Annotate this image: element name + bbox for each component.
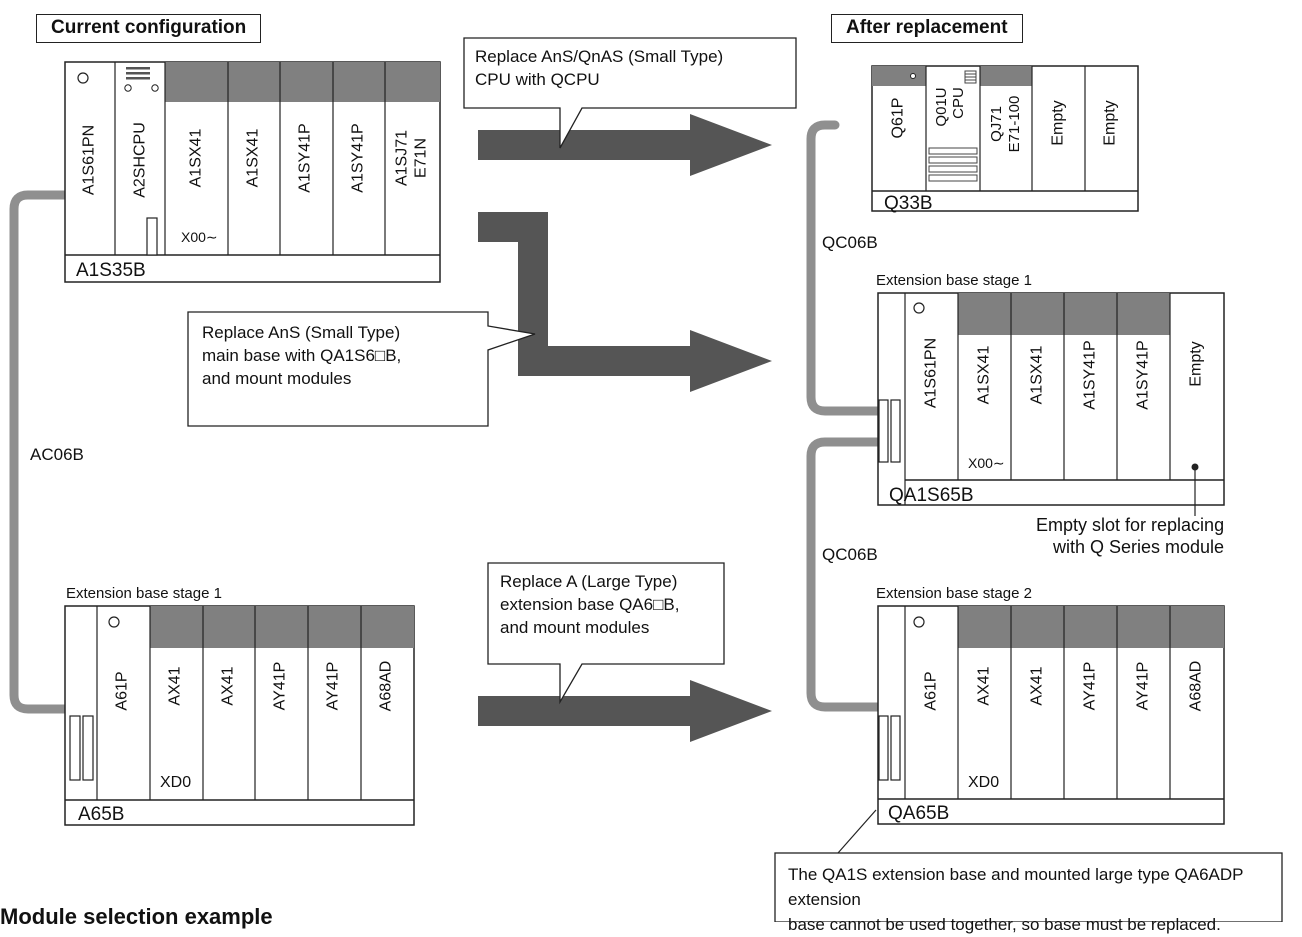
slot-a1s61pn-new: A1S61PN <box>922 337 940 409</box>
callout-empty-line1: Empty slot for replacing <box>1036 515 1225 535</box>
callout-mainbase-text: Replace AnS (Small Type) main base with … <box>202 321 401 390</box>
callout-ext-line2: extension base QA6□B, <box>500 595 680 614</box>
after-main-base <box>871 65 1139 212</box>
callout-note-leader <box>837 809 877 854</box>
slot-a1s61pn: A1S61PN <box>80 124 98 196</box>
slot-a1sj71: A1SJ71 <box>393 129 411 187</box>
stage-label-after-ext1: Extension base stage 1 <box>876 272 1032 289</box>
callout-ext-box <box>487 562 725 705</box>
slot-empty-main-2: Empty <box>1101 100 1119 146</box>
callout-mainbase-line2: main base with QA1S6□B, <box>202 346 402 365</box>
slot-ax41-new-1: AX41 <box>975 666 993 706</box>
base-q33b: Q33B <box>884 193 933 214</box>
cable-label-qc06b-mid: QC06B <box>822 545 878 564</box>
callout-ext-line3: and mount modules <box>500 618 650 637</box>
after-ext1-base <box>877 292 1225 516</box>
cable-qc06b-mid <box>806 437 883 712</box>
callout-mainbase-line1: Replace AnS (Small Type) <box>202 323 401 342</box>
section-title: Module selection example <box>0 904 273 929</box>
slot-a68ad-new: A68AD <box>1187 660 1205 712</box>
base-a1s35b: A1S35B <box>76 260 146 281</box>
callout-cpu-box <box>463 37 797 149</box>
header-current-configuration: Current configuration <box>36 14 262 43</box>
stage-label-current-ext: Extension base stage 1 <box>66 585 222 602</box>
arrow-cpu-replace <box>478 114 772 176</box>
slot-q61p: Q61P <box>889 97 907 139</box>
callout-cpu-text: Replace AnS/QnAS (Small Type) CPU with Q… <box>475 45 723 91</box>
slot-a1sx41-new-1: A1SX41 <box>975 345 993 405</box>
cable-label-ac06b: AC06B <box>30 445 84 464</box>
callout-note-line1: The QA1S extension base and mounted larg… <box>788 865 1244 909</box>
cable-label-qc06b-top: QC06B <box>822 233 878 252</box>
current-main-base <box>64 61 441 283</box>
callout-empty-slot: Empty slot for replacing with Q Series m… <box>1036 514 1224 558</box>
callout-note-text: The QA1S extension base and mounted larg… <box>788 862 1302 937</box>
arrow-ext-replace <box>478 680 772 742</box>
arrow-mainbase-replace <box>478 212 772 392</box>
base-qa1s65b: QA1S65B <box>889 485 974 506</box>
current-ext-base <box>64 605 415 826</box>
cable-ac06b <box>9 190 70 714</box>
slot-a68ad: A68AD <box>377 660 395 712</box>
slot-q01u: Q01U <box>933 87 951 127</box>
after-ext2-base <box>877 605 1225 825</box>
slot-ay41p-1: AY41P <box>271 661 289 711</box>
slot-a1sx41-new-2: A1SX41 <box>1028 345 1046 405</box>
callout-mainbase-box <box>187 311 536 427</box>
stage-label-after-ext2: Extension base stage 2 <box>876 585 1032 602</box>
slot-a1sx41-1: A1SX41 <box>187 128 205 188</box>
slot-ax41-new-2: AX41 <box>1028 666 1046 706</box>
callout-mainbase-line3: and mount modules <box>202 369 352 388</box>
slot-a1sy41p-1: A1SY41P <box>296 123 314 193</box>
slot-a1sy41p-2: A1SY41P <box>349 123 367 193</box>
callout-cpu-line1: Replace AnS/QnAS (Small Type) <box>475 47 724 66</box>
io-label-x00: X00∼ <box>181 229 218 245</box>
slot-ay41p-new-1: AY41P <box>1081 661 1099 711</box>
base-qa65b: QA65B <box>888 803 950 824</box>
slot-e71-100: E71-100 <box>1006 95 1024 153</box>
slot-empty-main-1: Empty <box>1049 100 1067 146</box>
slot-ay41p-2: AY41P <box>324 661 342 711</box>
slot-a61p: A61P <box>113 671 131 711</box>
slot-a1sx41-2: A1SX41 <box>244 128 262 188</box>
callout-ext-line1: Replace A (Large Type) <box>500 572 678 591</box>
slot-a1sy41p-new-2: A1SY41P <box>1134 340 1152 410</box>
callout-empty-line2: with Q Series module <box>1053 537 1225 557</box>
slot-a61p-new: A61P <box>922 671 940 711</box>
slot-qj71: QJ71 <box>988 106 1006 142</box>
header-after-replacement: After replacement <box>831 14 1023 43</box>
io-label-xd0: XD0 <box>160 774 192 791</box>
io-label-x00-new: X00∼ <box>968 455 1005 471</box>
callout-note-line2: base cannot be used together, so base mu… <box>788 915 1221 934</box>
base-a65b: A65B <box>78 804 125 825</box>
io-label-xd0-new: XD0 <box>968 774 1000 791</box>
slot-ax41-1: AX41 <box>166 666 184 706</box>
slot-empty-ext1: Empty <box>1187 341 1205 387</box>
cable-qc06b-top <box>806 120 883 416</box>
slot-a1sy41p-new-1: A1SY41P <box>1081 340 1099 410</box>
callout-note-box <box>774 852 1283 922</box>
slot-cpu: CPU <box>950 87 968 119</box>
slot-ax41-2: AX41 <box>219 666 237 706</box>
callout-ext-text: Replace A (Large Type) extension base QA… <box>500 570 679 639</box>
callout-cpu-line2: CPU with QCPU <box>475 70 600 89</box>
slot-a2shcpu: A2SHCPU <box>131 122 149 198</box>
slot-e71n: E71N <box>412 137 430 179</box>
slot-ay41p-new-2: AY41P <box>1134 661 1152 711</box>
